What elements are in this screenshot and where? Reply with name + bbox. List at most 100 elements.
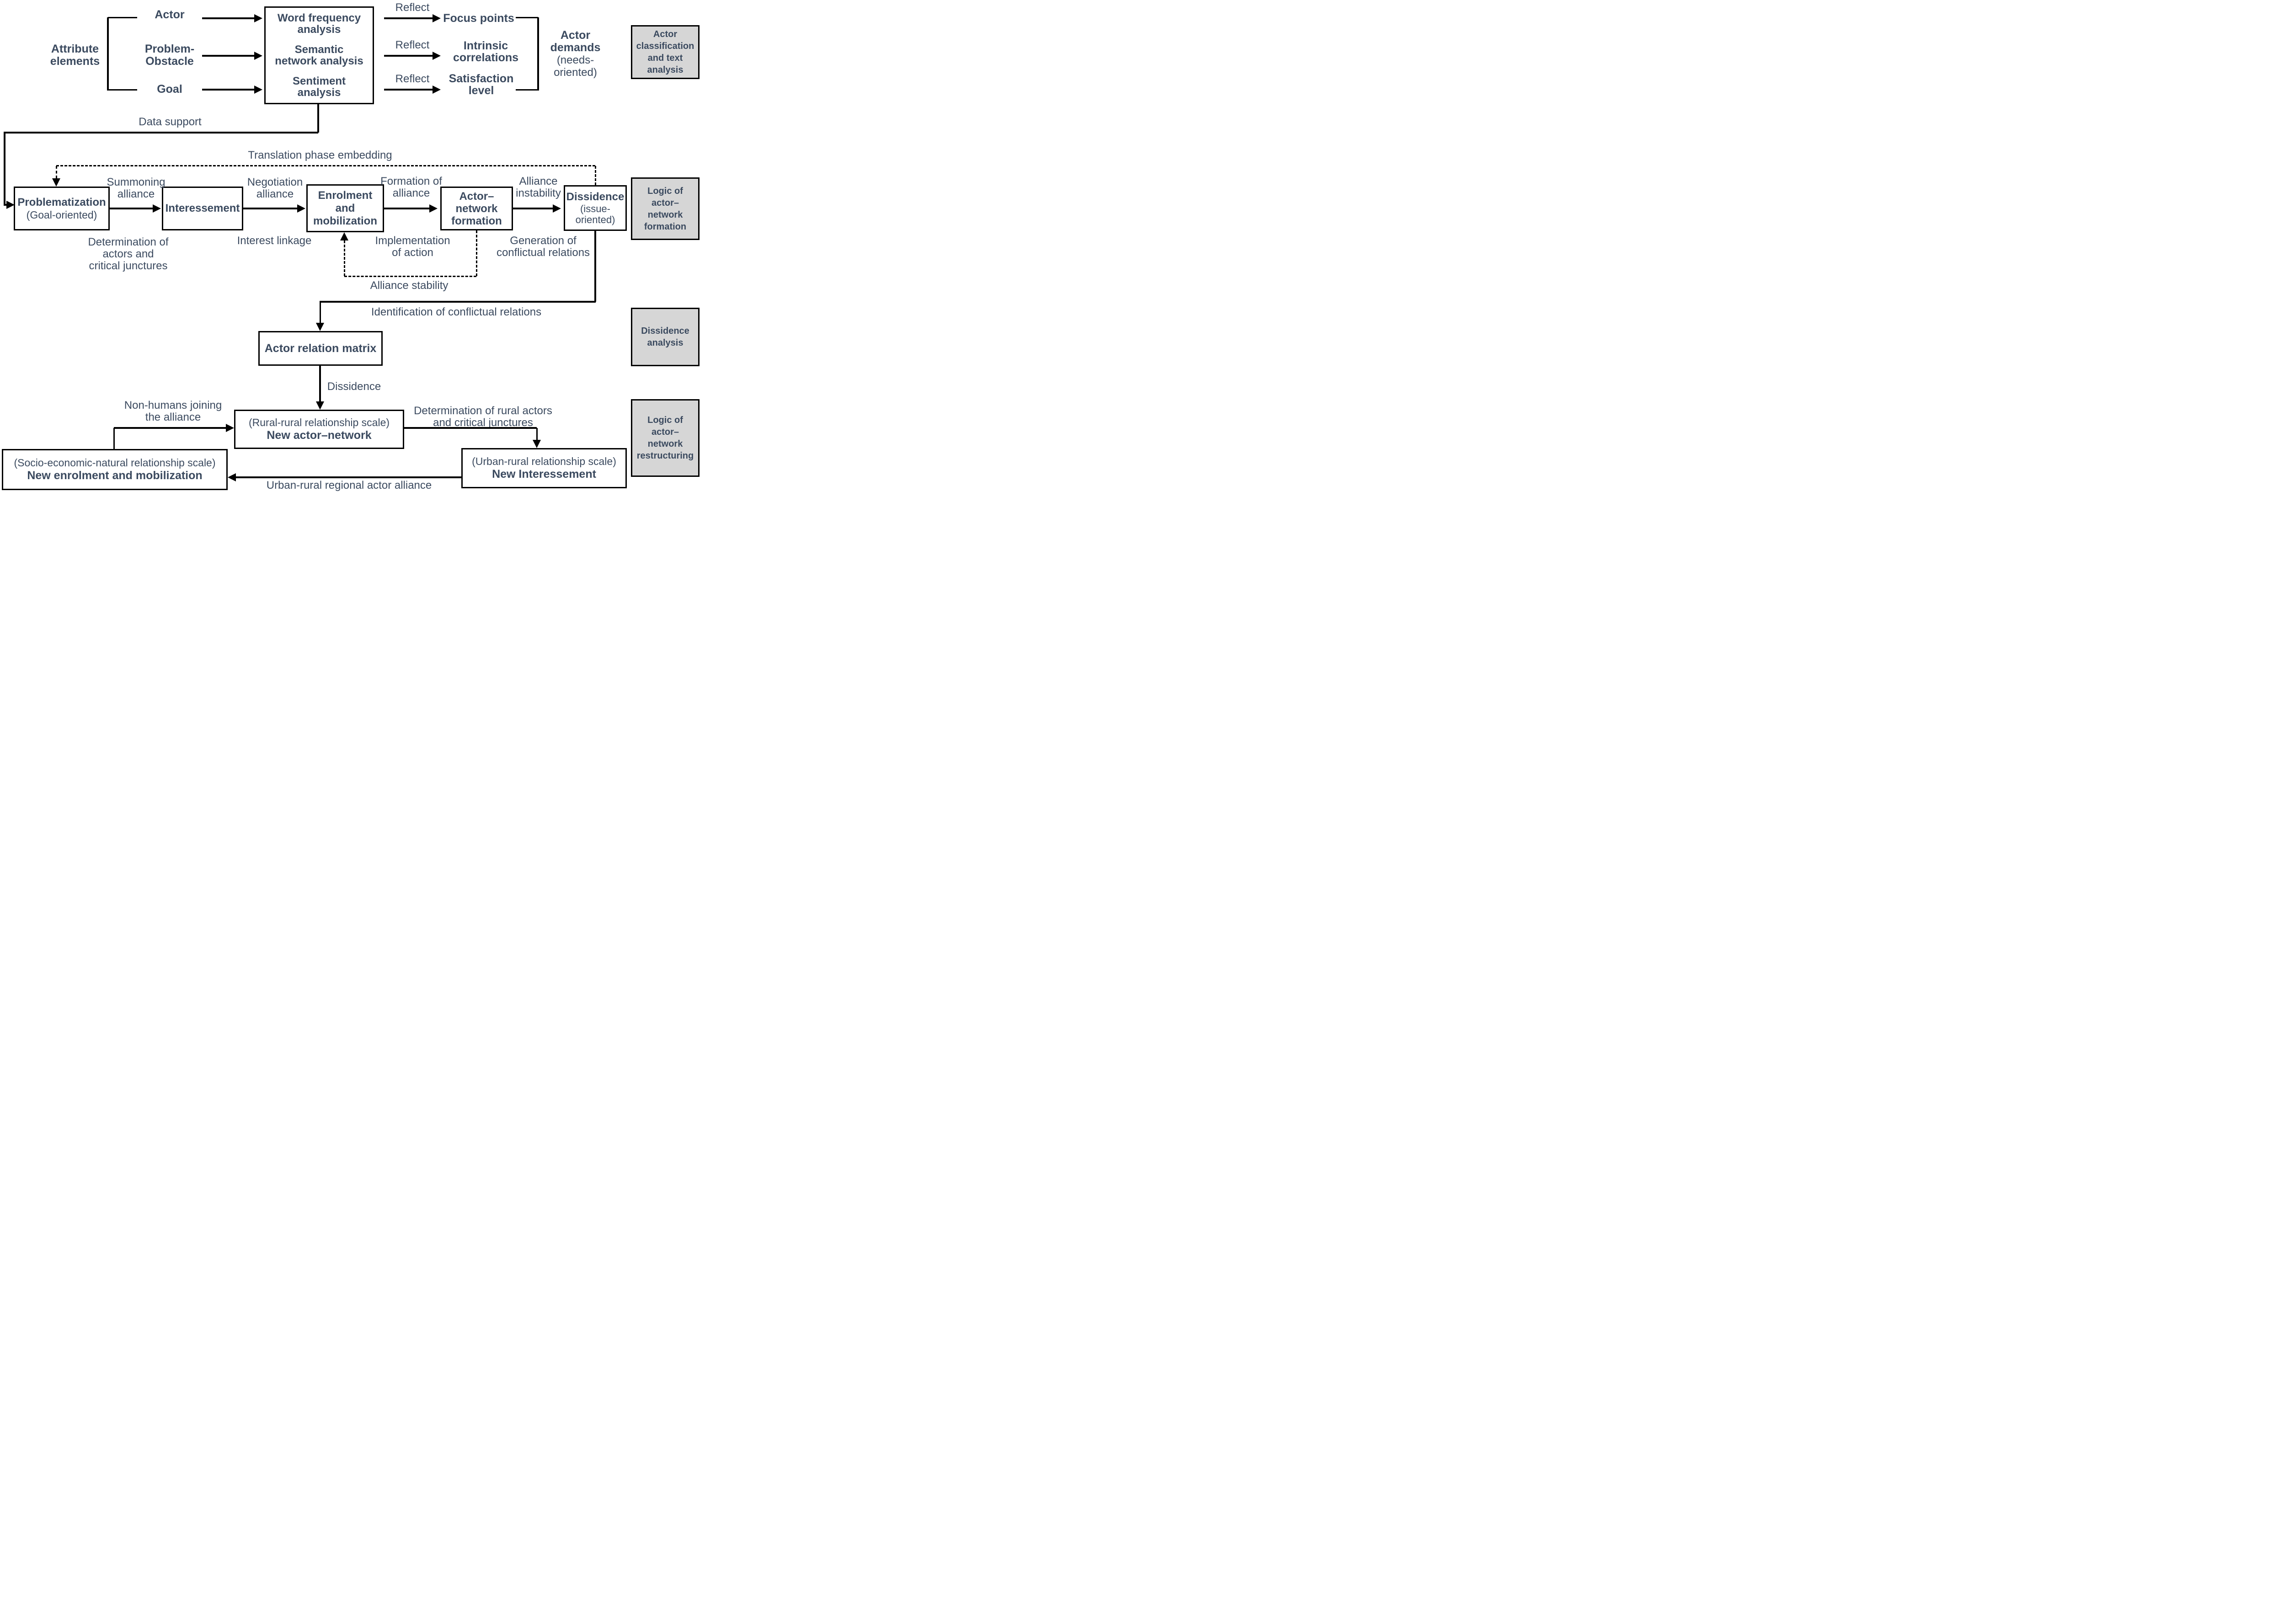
arrow-problem-to-analysis-shaft: [202, 55, 254, 57]
interest-linkage-label: Interest linkage: [237, 235, 312, 247]
problem-obstacle-input-label: Problem- Obstacle: [144, 43, 195, 68]
alliance-stability-arrow-head: [340, 232, 348, 240]
new-enrolment-box: (Socio-economic-natural relationship sca…: [2, 449, 228, 490]
non-humans-label: Non-humans joining the alliance: [124, 399, 222, 423]
determination-actors-label: Determination of actors and critical jun…: [88, 236, 169, 272]
generation-conflictual-label: Generation of conflictual relations: [496, 235, 590, 259]
text-analysis-box: Word frequency analysis Semantic network…: [264, 6, 374, 104]
satisfaction-level-label: Satisfaction level: [449, 72, 514, 97]
identification-arrow-head: [316, 323, 324, 331]
problematization-subtitle: (Goal-oriented): [26, 208, 97, 221]
actor-demands-label: Actor demands: [550, 29, 601, 54]
actor-relation-matrix-box: Actor relation matrix: [258, 331, 383, 366]
alliance-stability-label: Alliance stability: [370, 279, 449, 292]
alliance-stability-right-line: [475, 230, 477, 276]
translation-dashed-drop-left: [55, 166, 57, 178]
focus-points-label: Focus points: [443, 12, 514, 25]
new-interessement-scale: (Urban-rural relationship scale): [472, 455, 616, 467]
arrow-problematization-interessement-shaft: [110, 208, 153, 209]
arrow-enrolment-formation-shaft: [384, 208, 429, 209]
translation-dashed-drop-right: [594, 166, 596, 185]
alliance-stability-left-line: [343, 240, 345, 276]
problematization-title: Problematization: [17, 196, 106, 208]
arrow-reflect1-head: [433, 14, 441, 22]
sentiment-analysis-label: Sentiment analysis: [292, 75, 346, 99]
determination-elbow-vertical: [536, 428, 538, 440]
word-frequency-analysis-label: Word frequency analysis: [277, 11, 361, 36]
new-interessement-box: (Urban-rural relationship scale) New Int…: [461, 448, 627, 488]
panel-actor-classification-label: Actor classification and text analysis: [636, 29, 694, 75]
arrow-enrolment-formation-head: [429, 204, 438, 213]
arrow-problematization-interessement-head: [153, 204, 161, 213]
attribute-bracket-bottom-stub: [108, 89, 137, 91]
diagram-canvas: Attribute elements Actor Problem- Obstac…: [0, 0, 705, 493]
determination-rural-label: Determination of rural actors and critic…: [414, 405, 552, 429]
panel-dissidence-analysis-label: Dissidence analysis: [641, 326, 689, 348]
data-support-entry-shaft: [4, 204, 7, 206]
data-support-horizontal-line: [4, 132, 318, 134]
reflect-label-2: Reflect: [395, 39, 430, 51]
determination-elbow-horizontal: [404, 427, 537, 429]
panel-logic-restructuring: Logic of actor– network restructuring: [631, 399, 700, 477]
attribute-bracket-top-stub: [108, 16, 137, 18]
new-actor-network-title: New actor–network: [267, 429, 372, 442]
dissidence-down-line: [319, 366, 321, 401]
data-support-label: Data support: [139, 116, 202, 128]
reflect-label-3: Reflect: [395, 73, 430, 85]
demands-bracket-top-stub: [516, 16, 538, 18]
arrow-formation-dissidence-head: [553, 204, 561, 213]
demands-bracket-bottom-stub: [516, 89, 538, 91]
actor-input-label: Actor: [155, 8, 185, 21]
identification-label: Identification of conflictual relations: [371, 306, 542, 318]
translation-dashed-line: [56, 165, 595, 166]
demands-bracket-line: [537, 17, 539, 91]
negotiation-alliance-label: Negotiation alliance: [247, 176, 303, 200]
panel-dissidence-analysis: Dissidence analysis: [631, 308, 700, 366]
data-support-drop-line: [317, 104, 319, 133]
panel-logic-restructuring-label: Logic of actor– network restructuring: [636, 415, 694, 461]
new-actor-network-scale: (Rural-rural relationship scale): [248, 417, 390, 428]
dissidence-elbow-horizontal: [319, 301, 596, 303]
arrow-reflect3-shaft: [384, 89, 433, 91]
determination-arrow-head: [533, 440, 541, 448]
urban-rural-alliance-label: Urban-rural regional actor alliance: [266, 479, 432, 491]
arrow-reflect2-head: [433, 52, 441, 60]
dissidence-flow-label: Dissidence: [327, 380, 381, 393]
non-humans-elbow-vertical: [113, 428, 115, 449]
interessement-title: Interessement: [165, 202, 240, 214]
new-interessement-title: New Interessement: [492, 468, 596, 481]
data-support-entry-head: [6, 201, 15, 209]
actor-network-formation-title: Actor– network formation: [451, 190, 502, 227]
urban-rural-arrow-head: [228, 473, 236, 481]
arrow-goal-to-analysis-head: [254, 85, 262, 94]
translation-embedding-label: Translation phase embedding: [248, 149, 392, 161]
actor-demands-note: (needs- oriented): [554, 54, 597, 79]
arrow-interessement-enrolment-head: [297, 204, 305, 213]
data-support-left-line: [4, 133, 5, 205]
arrow-interessement-enrolment-shaft: [243, 208, 297, 209]
attribute-elements-label: Attribute elements: [50, 43, 100, 68]
enrolment-mobilization-title: Enrolment and mobilization: [313, 189, 377, 227]
new-enrolment-scale: (Socio-economic-natural relationship sca…: [14, 457, 216, 469]
attribute-bracket-line: [107, 17, 109, 91]
dissidence-subtitle: (issue- oriented): [575, 203, 615, 225]
arrow-reflect2-shaft: [384, 55, 433, 57]
problematization-box: Problematization (Goal-oriented): [14, 187, 110, 230]
reflect-label-1: Reflect: [395, 1, 430, 14]
intrinsic-correlations-label: Intrinsic correlations: [453, 39, 519, 64]
goal-input-label: Goal: [157, 83, 182, 96]
arrow-actor-to-analysis-head: [254, 14, 262, 22]
dissidence-down-head: [316, 401, 324, 410]
alliance-instability-label: Alliance instability: [516, 175, 561, 199]
alliance-stability-bottom-line: [344, 275, 476, 277]
panel-actor-classification: Actor classification and text analysis: [631, 25, 700, 79]
arrow-reflect1-shaft: [384, 17, 433, 19]
formation-of-alliance-label: Formation of alliance: [380, 175, 442, 199]
semantic-network-analysis-label: Semantic network analysis: [275, 43, 363, 67]
new-actor-network-box: (Rural-rural relationship scale) New act…: [234, 410, 404, 449]
arrow-formation-dissidence-shaft: [513, 208, 553, 209]
dissidence-title: Dissidence: [566, 191, 625, 203]
identification-arrow-line: [319, 302, 321, 323]
actor-network-formation-box: Actor– network formation: [440, 187, 513, 230]
arrow-reflect3-head: [433, 85, 441, 94]
